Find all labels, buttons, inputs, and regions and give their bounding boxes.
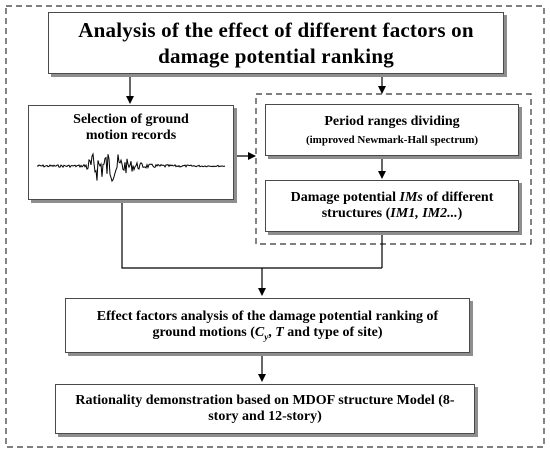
damage-line-1: Damage potential IMs of different: [291, 190, 494, 206]
effect-cy: C: [254, 324, 265, 340]
rationality-box: Rationality demonstration based on MDOF …: [55, 384, 475, 434]
title-line-1: Analysis of the effect of different fact…: [78, 17, 474, 42]
damage-im-list: IM1, IM2...: [390, 206, 458, 221]
effect-box: Effect factors analysis of the damage po…: [65, 298, 470, 353]
effect-t: T: [275, 324, 284, 340]
effect-comma: ,: [268, 324, 276, 340]
damage-text-post: of different: [422, 189, 494, 205]
effect-line-2: ground motions (Cy, T and type of site): [152, 325, 382, 342]
selection-line-1: Selection of ground: [73, 112, 189, 127]
seismogram-icon: [36, 152, 226, 183]
right-dashed-group: [255, 93, 532, 245]
period-subtitle: (improved Newmark-Hall spectrum): [305, 133, 479, 146]
selection-line-2: motion records: [85, 128, 177, 144]
damage-line-2: structures (IM1, IM2...): [322, 206, 463, 222]
rationality-line-1: Rationality demonstration based on MDOF …: [75, 392, 455, 408]
effect-site-type: and type of site): [283, 324, 383, 340]
damage-box: Damage potential IMs of different struct…: [265, 180, 519, 232]
effect-ground-motions: ground motions (: [152, 324, 255, 340]
connector-selection-down: [121, 200, 382, 269]
title-line-2: damage potential ranking: [158, 44, 394, 68]
effect-line-1: Effect factors analysis of the damage po…: [96, 308, 439, 324]
selection-box: Selection of ground motion records: [28, 105, 234, 200]
period-title: Period ranges dividing: [324, 113, 460, 129]
damage-ims: IMs: [399, 189, 423, 205]
rationality-line-2: story and 12-story): [208, 409, 322, 424]
effect-cy-subscript: y: [264, 331, 269, 342]
damage-close-paren: ): [457, 206, 463, 221]
period-box: Period ranges dividing (improved Newmark…: [265, 104, 519, 156]
title-box: Analysis of the effect of different fact…: [48, 12, 504, 74]
damage-structures: structures (: [321, 206, 391, 221]
damage-text: Damage potential: [290, 189, 400, 205]
